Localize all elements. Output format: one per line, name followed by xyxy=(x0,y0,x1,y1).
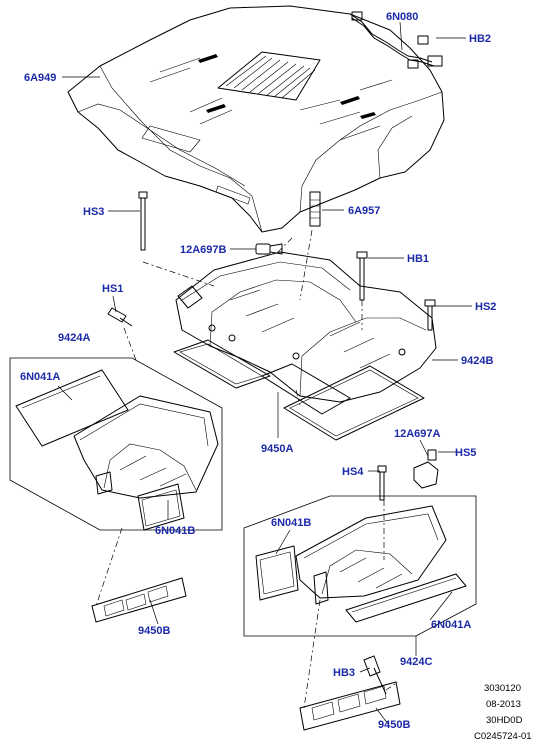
callout-6a957: 6A957 xyxy=(348,205,380,217)
bolt-hs4 xyxy=(377,465,387,501)
callout-labels: 6N080 HB2 6A949 HS3 6A957 12A697B HB1 HS… xyxy=(20,11,496,731)
callout-hs3: HS3 xyxy=(83,206,104,218)
bolt-hs3 xyxy=(138,191,148,251)
callout-9424a: 9424A xyxy=(58,332,90,344)
gasket-9450b-lower xyxy=(299,681,401,731)
callout-6n080: 6N080 xyxy=(386,11,418,23)
callout-9424b: 9424B xyxy=(461,355,493,367)
callout-9424c: 9424C xyxy=(400,656,432,668)
reference-line-4: C0245724-01 xyxy=(474,731,532,742)
leader-lines xyxy=(57,21,472,725)
callout-hb2: HB2 xyxy=(469,33,491,45)
engine-cover xyxy=(67,5,445,233)
callout-6n041a-left: 6N041A xyxy=(20,371,60,383)
callout-12a697a: 12A697A xyxy=(394,428,441,440)
gasket-9450b-upper xyxy=(91,577,187,623)
gasket-9450a xyxy=(173,339,425,441)
insulator-6n041b-left xyxy=(137,483,185,531)
callout-hs2: HS2 xyxy=(475,301,496,313)
reference-block: 3030120 08-2013 30HD0D C0245724-01 xyxy=(474,683,532,742)
reference-line-2: 08-2013 xyxy=(486,699,521,710)
callout-6n041a-right: 6N041A xyxy=(431,619,471,631)
insulator-6n041b-right xyxy=(255,545,299,601)
sensor-12a697a xyxy=(413,449,439,489)
group-box-9424a xyxy=(9,357,223,531)
bolt-hb3 xyxy=(363,655,387,695)
callout-6n041b-left: 6N041B xyxy=(155,525,195,537)
reference-line-3: 30HD0D xyxy=(486,715,523,726)
lower-manifold-right xyxy=(295,505,447,605)
insulator-6n041a-left xyxy=(15,369,129,447)
callout-hs4: HS4 xyxy=(342,466,364,478)
reference-line-1: 3030120 xyxy=(484,683,521,694)
insulator-6n041a-right xyxy=(345,573,467,623)
callout-12a697b: 12A697B xyxy=(180,244,227,256)
callout-hb1: HB1 xyxy=(407,253,429,265)
assembly-lines xyxy=(95,229,399,709)
callout-9450b-upper: 9450B xyxy=(138,625,170,637)
bolt-hs1 xyxy=(107,307,133,327)
callout-9450b-lower: 9450B xyxy=(378,719,410,731)
callout-6a949: 6A949 xyxy=(24,72,56,84)
wiring-harness xyxy=(349,11,443,69)
intake-manifold xyxy=(175,251,437,403)
callout-9450a: 9450A xyxy=(261,443,293,455)
lower-manifold-left xyxy=(73,395,219,499)
group-box-9424c xyxy=(243,495,477,637)
callout-hs5: HS5 xyxy=(455,447,476,459)
callout-hs1: HS1 xyxy=(102,283,123,295)
bolt-hb1 xyxy=(356,251,368,301)
stud-6a957 xyxy=(309,191,321,227)
callout-hb3: HB3 xyxy=(333,667,355,679)
callout-6n041b-right: 6N041B xyxy=(271,517,311,529)
